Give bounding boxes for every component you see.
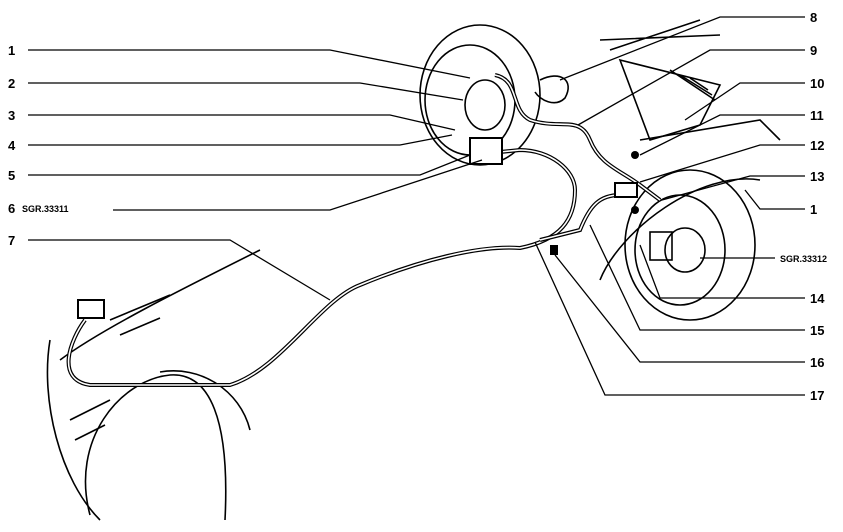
callout-3: 3 (8, 108, 15, 123)
callout-8: 8 (810, 10, 817, 25)
callout-7: 7 (8, 233, 15, 248)
callout-1: 1 (8, 43, 15, 58)
car-body-drawing (46, 19, 781, 521)
callout-15: 15 (810, 323, 824, 338)
leader-lines (28, 16, 805, 396)
rear-wheel-drawing (624, 169, 756, 321)
callout-6: 6 (8, 201, 15, 216)
callout-4: 4 (8, 138, 16, 153)
brake-pipe (66, 73, 662, 387)
callout-9: 9 (810, 43, 817, 58)
reference-right: SGR.33312 (780, 254, 827, 264)
callout-13: 13 (810, 169, 824, 184)
callout-14: 14 (810, 291, 825, 306)
callout-2: 2 (8, 76, 15, 91)
callout-10: 10 (810, 76, 824, 91)
callout-16: 16 (810, 355, 824, 370)
reference-left: SGR.33311 (22, 204, 69, 214)
callout-11: 11 (810, 108, 824, 123)
callout-5: 5 (8, 168, 15, 183)
callout-1-rear: 1 (810, 202, 817, 217)
callout-17: 17 (810, 388, 824, 403)
callout-12: 12 (810, 138, 824, 153)
